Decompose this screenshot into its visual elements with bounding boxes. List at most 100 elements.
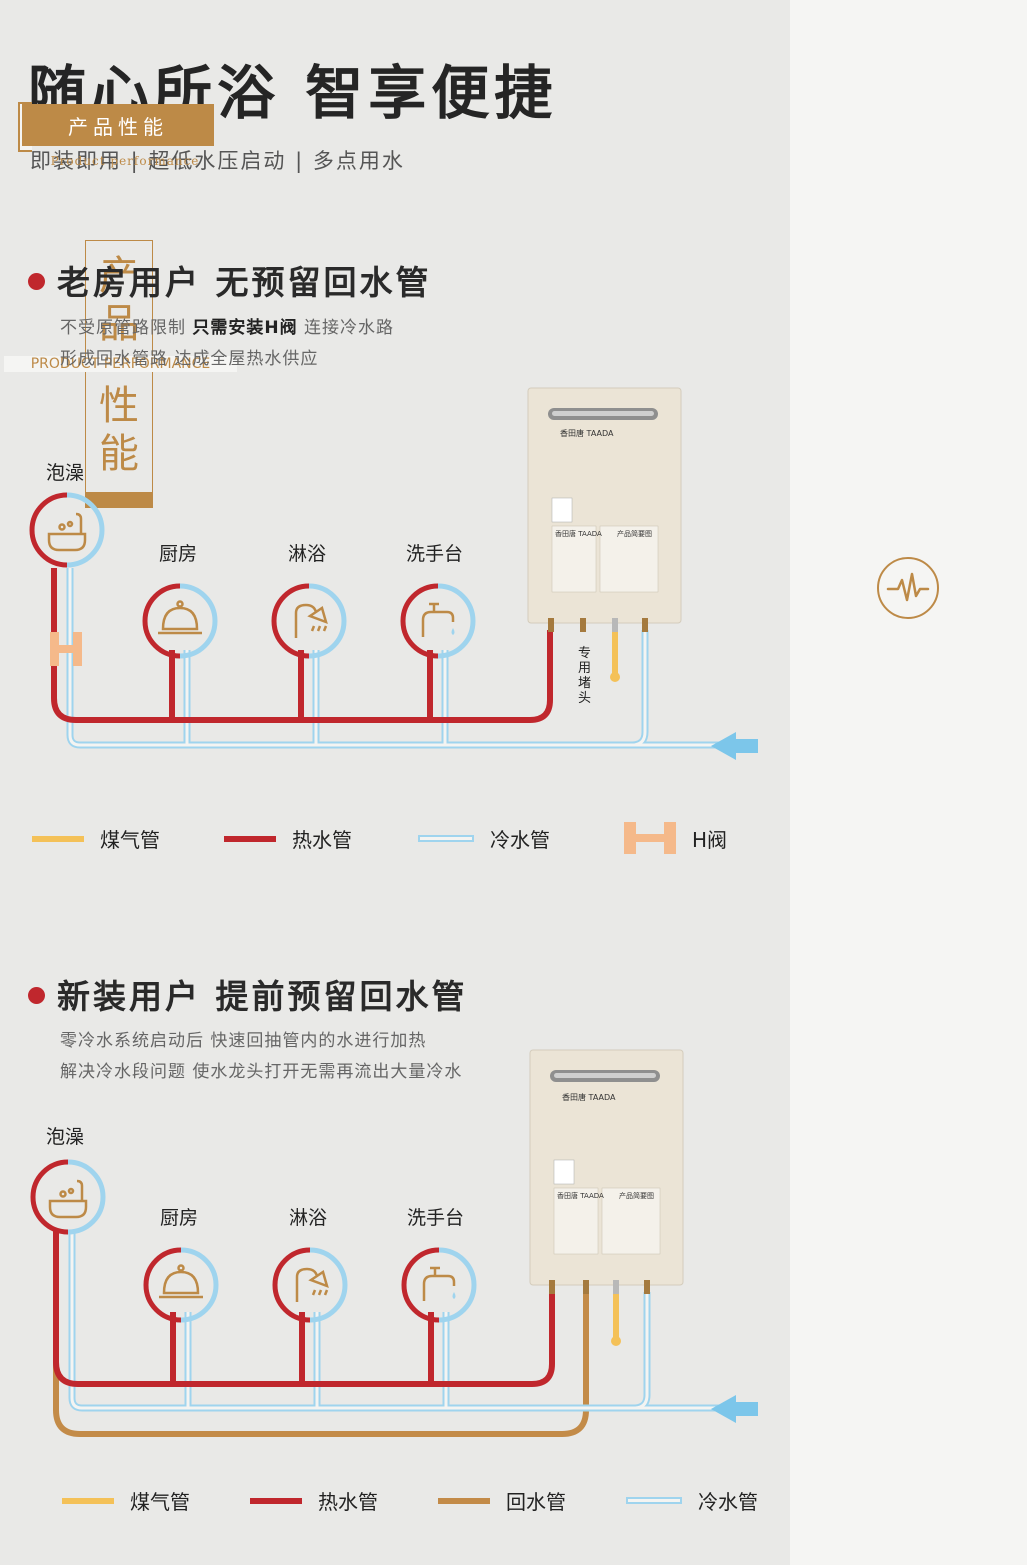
bath-fixture bbox=[29, 492, 105, 568]
legend-label: 热水管 bbox=[292, 828, 352, 852]
return-swatch bbox=[438, 1497, 490, 1504]
plug-char: 专 bbox=[578, 646, 592, 661]
category-badge-en: Product performance bbox=[50, 154, 200, 168]
shower-fixture bbox=[271, 583, 347, 659]
vertical-char-2: 品 bbox=[99, 301, 139, 347]
gas-pipe bbox=[611, 1292, 621, 1346]
brand-cn: 香田唐 bbox=[555, 530, 576, 538]
kitchen-fixture bbox=[143, 1247, 219, 1323]
brand-cn: 香田唐 bbox=[562, 1093, 586, 1102]
category-badge[interactable]: 产品性能 bbox=[22, 104, 214, 146]
gas-pipe bbox=[610, 630, 620, 682]
heater-panel-brand: 香田唐 TAADA bbox=[555, 529, 602, 539]
brand-cn: 香田唐 bbox=[557, 1192, 578, 1200]
legend-hot: 热水管 bbox=[250, 1486, 378, 1515]
food-cover-icon bbox=[159, 1264, 203, 1299]
hot-pipes bbox=[53, 1230, 555, 1387]
section2-desc-line2: 解决冷水段问题 使水龙头打开无需再流出大量冷水 bbox=[60, 1062, 463, 1082]
shower-fixture bbox=[272, 1247, 348, 1323]
hot-swatch bbox=[224, 835, 276, 842]
sidebar bbox=[790, 0, 1027, 1565]
legend-gas: 煤气管 bbox=[62, 1486, 190, 1515]
label-bath: 泡澡 bbox=[46, 462, 85, 484]
gas-swatch bbox=[32, 835, 84, 842]
shower-icon bbox=[295, 1267, 329, 1302]
legend-return: 回水管 bbox=[438, 1486, 566, 1515]
hot-pipes bbox=[51, 568, 553, 723]
section2-desc-line1: 零冷水系统启动后 快速回抽管内的水进行加热 bbox=[60, 1031, 427, 1051]
vertical-char-1: 产 bbox=[99, 253, 139, 299]
vertical-title-en: PRODUCT PERFORMANCE bbox=[4, 356, 237, 372]
legend-hvalve: H阀 bbox=[622, 820, 727, 856]
h-valve-icon bbox=[624, 822, 676, 854]
legend-cold: 冷水管 bbox=[626, 1486, 758, 1515]
bathtub-icon bbox=[47, 512, 87, 552]
label-shower: 淋浴 bbox=[288, 543, 327, 565]
brand-en: TAADA bbox=[586, 429, 614, 438]
brand-cn: 香田唐 bbox=[560, 429, 584, 438]
desc-highlight: 只需安装H阀 bbox=[192, 318, 298, 338]
label-sink: 洗手台 bbox=[406, 543, 464, 565]
plug-char: 堵 bbox=[578, 676, 592, 691]
legend-hot: 热水管 bbox=[224, 824, 352, 853]
label-sink: 洗手台 bbox=[407, 1207, 465, 1229]
heater-panel-title: 产品简要图 bbox=[619, 1192, 654, 1200]
bathtub-icon bbox=[48, 1179, 88, 1219]
legend-label: 热水管 bbox=[318, 1490, 378, 1514]
plug-char: 用 bbox=[578, 661, 592, 676]
cold-swatch bbox=[626, 1497, 682, 1504]
faucet-icon bbox=[422, 1266, 456, 1301]
cold-swatch bbox=[418, 835, 474, 842]
section2-title-text: 新装用户 提前预留回水管 bbox=[57, 977, 468, 1016]
label-bath: 泡澡 bbox=[46, 1126, 85, 1148]
sink-fixture bbox=[401, 1247, 477, 1323]
label-shower: 淋浴 bbox=[289, 1207, 328, 1229]
label-kitchen: 厨房 bbox=[160, 1207, 199, 1229]
heater-brand: 香田唐 TAADA bbox=[562, 1092, 615, 1103]
heater-brand: 香田唐 TAADA bbox=[560, 428, 613, 439]
h-valve-icon bbox=[50, 632, 82, 666]
food-cover-icon bbox=[158, 600, 202, 635]
legend-gas: 煤气管 bbox=[32, 824, 160, 853]
heater-panel-brand: 香田唐 TAADA bbox=[557, 1191, 604, 1201]
legend-label: 冷水管 bbox=[490, 828, 550, 852]
section2-diagram bbox=[30, 1049, 758, 1437]
cold-inlet-arrow-icon bbox=[711, 732, 758, 760]
hot-swatch bbox=[250, 1497, 302, 1504]
bath-fixture bbox=[30, 1159, 106, 1235]
legend-label: 冷水管 bbox=[698, 1490, 758, 1514]
section1-desc: 不受原管路限制 只需安装H阀 连接冷水路 形成回水管路 达成全屋热水供应 bbox=[60, 313, 394, 375]
heater-panel-title: 产品简要图 bbox=[617, 530, 652, 538]
vertical-char-4: 能 bbox=[99, 431, 139, 477]
return-pipe bbox=[53, 1230, 589, 1437]
desc-text: 连接冷水路 bbox=[297, 318, 395, 338]
water-heater bbox=[529, 1049, 684, 1294]
vertical-char-3: 性 bbox=[99, 383, 139, 429]
pulse-icon bbox=[877, 557, 939, 619]
section2-title: 新装用户 提前预留回水管 bbox=[28, 970, 468, 1018]
legend-label: 煤气管 bbox=[130, 1490, 190, 1514]
section1-title-text: 老房用户 无预留回水管 bbox=[57, 263, 432, 302]
gas-swatch bbox=[62, 1497, 114, 1504]
section2-desc: 零冷水系统启动后 快速回抽管内的水进行加热 解决冷水段问题 使水龙头打开无需再流… bbox=[60, 1026, 462, 1088]
kitchen-fixture bbox=[142, 583, 218, 659]
main-panel bbox=[0, 0, 790, 1565]
brand-en: TAADA bbox=[578, 530, 602, 538]
brand-en: TAADA bbox=[588, 1093, 616, 1102]
vertical-title-box bbox=[85, 240, 153, 507]
cold-inlet-arrow-icon bbox=[711, 1395, 758, 1423]
section1-desc-line2: 形成回水管路 达成全屋热水供应 bbox=[60, 349, 319, 369]
legend-cold: 冷水管 bbox=[418, 824, 550, 853]
section1-desc-line1: 不受原管路限制 只需安装H阀 连接冷水路 bbox=[60, 313, 394, 344]
brand-en: TAADA bbox=[580, 1192, 604, 1200]
bullet-dot bbox=[28, 273, 45, 290]
vertical-title-bar bbox=[85, 492, 153, 508]
shower-icon bbox=[294, 603, 328, 638]
plug-label: 专 用 堵 头 bbox=[578, 646, 592, 706]
section1-title: 老房用户 无预留回水管 bbox=[28, 256, 432, 304]
faucet-icon bbox=[421, 602, 455, 637]
bullet-dot bbox=[28, 987, 45, 1004]
legend-label: 煤气管 bbox=[100, 828, 160, 852]
water-heater bbox=[527, 387, 682, 632]
legend-label: 回水管 bbox=[506, 1490, 566, 1514]
